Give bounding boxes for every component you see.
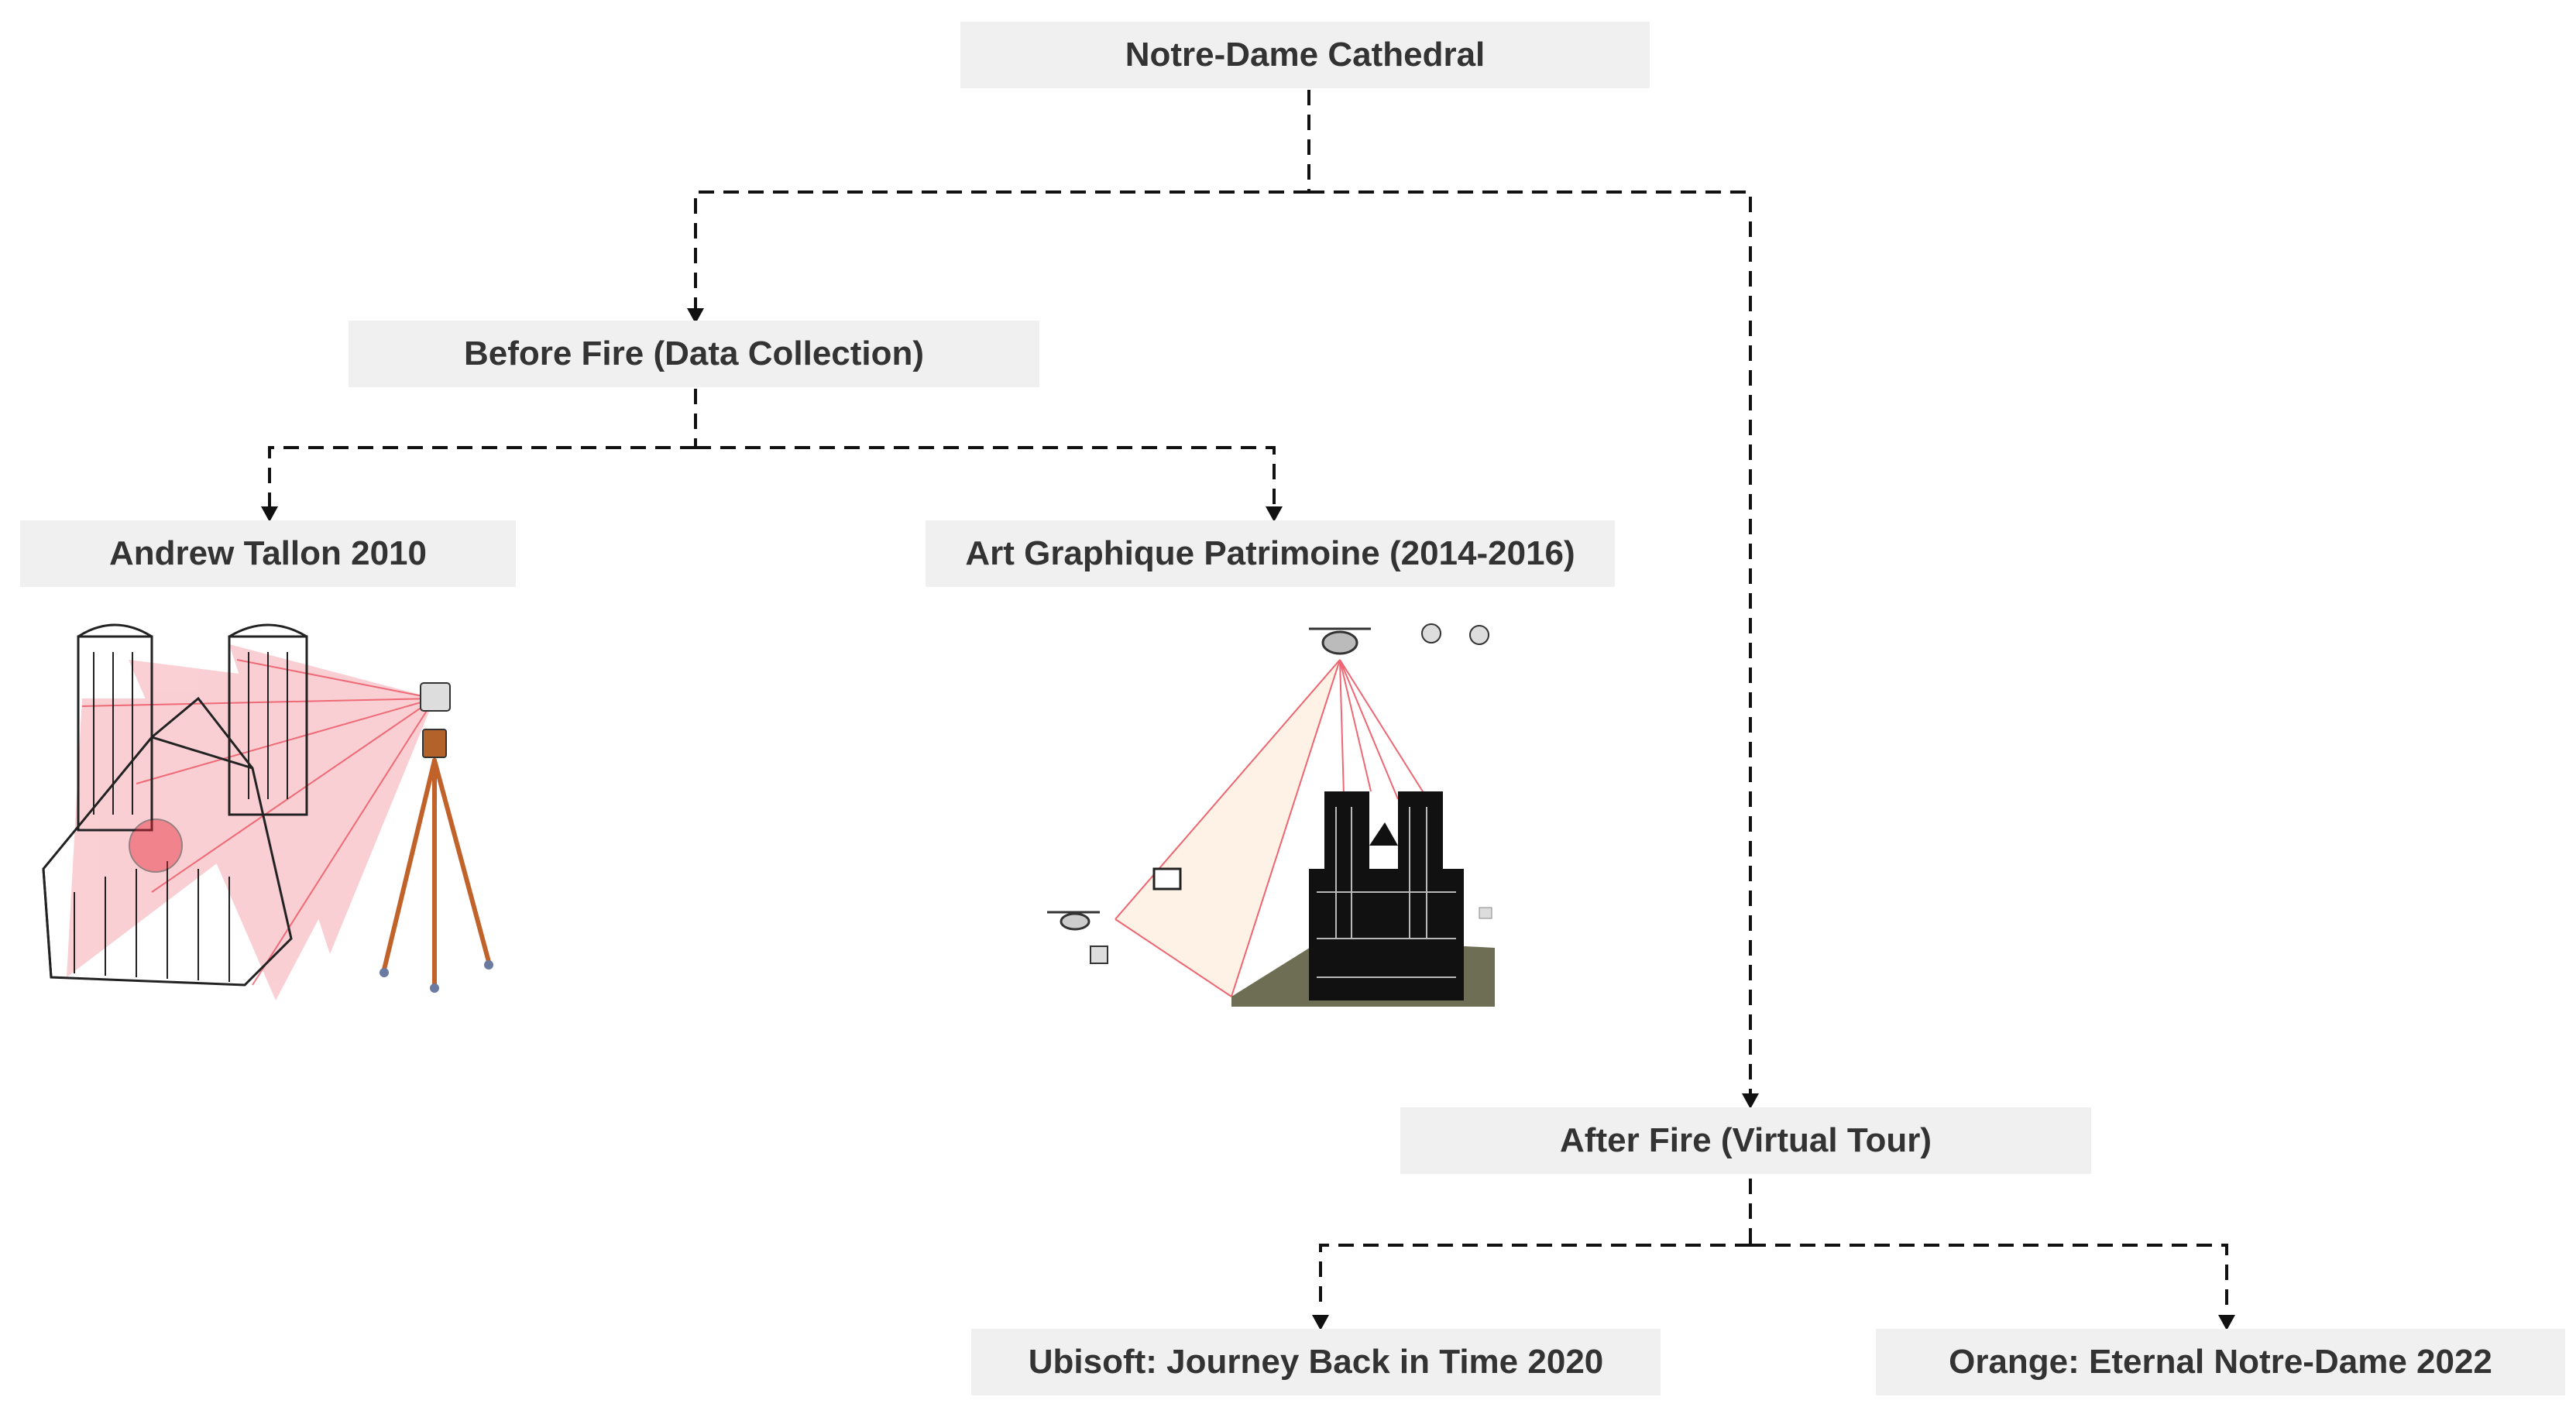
node-orange: Orange: Eternal Notre-Dame 2022	[1876, 1329, 2565, 1395]
connector-to-andrew-tallon	[268, 446, 696, 508]
node-art-graphique: Art Graphique Patrimoine (2014-2016)	[926, 520, 1615, 587]
node-andrew-tallon: Andrew Tallon 2010	[20, 520, 516, 587]
node-ubisoft-label: Ubisoft: Journey Back in Time 2020	[1028, 1343, 1604, 1381]
connector-root-to-before-fire	[694, 190, 1309, 310]
arrowhead-ubisoft	[1312, 1315, 1329, 1330]
arrowhead-art-graphique	[1266, 506, 1283, 522]
node-andrew-tallon-label: Andrew Tallon 2010	[109, 534, 427, 572]
connector-to-ubisoft	[1319, 1244, 1750, 1310]
connector-root-to-after-fire	[1309, 190, 1752, 1100]
node-before-fire: Before Fire (Data Collection)	[349, 321, 1039, 387]
node-root: Notre-Dame Cathedral	[960, 22, 1650, 88]
node-root-label: Notre-Dame Cathedral	[1125, 36, 1485, 74]
node-art-graphique-label: Art Graphique Patrimoine (2014-2016)	[965, 534, 1575, 572]
drone-survey-cathedral-icon	[1046, 613, 1503, 1007]
arrowhead-andrew-tallon	[261, 506, 278, 522]
node-ubisoft: Ubisoft: Journey Back in Time 2020	[971, 1329, 1661, 1395]
node-before-fire-label: Before Fire (Data Collection)	[463, 335, 925, 372]
node-after-fire: After Fire (Virtual Tour)	[1400, 1107, 2091, 1174]
connector-to-art-graphique	[696, 446, 1276, 508]
connector-to-orange	[1750, 1244, 2228, 1310]
arrowhead-after-fire	[1742, 1093, 1759, 1109]
arrowhead-orange	[2218, 1315, 2235, 1330]
laser-scan-cathedral-icon	[20, 613, 516, 1007]
node-after-fire-label: After Fire (Virtual Tour)	[1560, 1121, 1932, 1159]
node-orange-label: Orange: Eternal Notre-Dame 2022	[1949, 1343, 2492, 1381]
arrowhead-before-fire	[687, 308, 704, 324]
